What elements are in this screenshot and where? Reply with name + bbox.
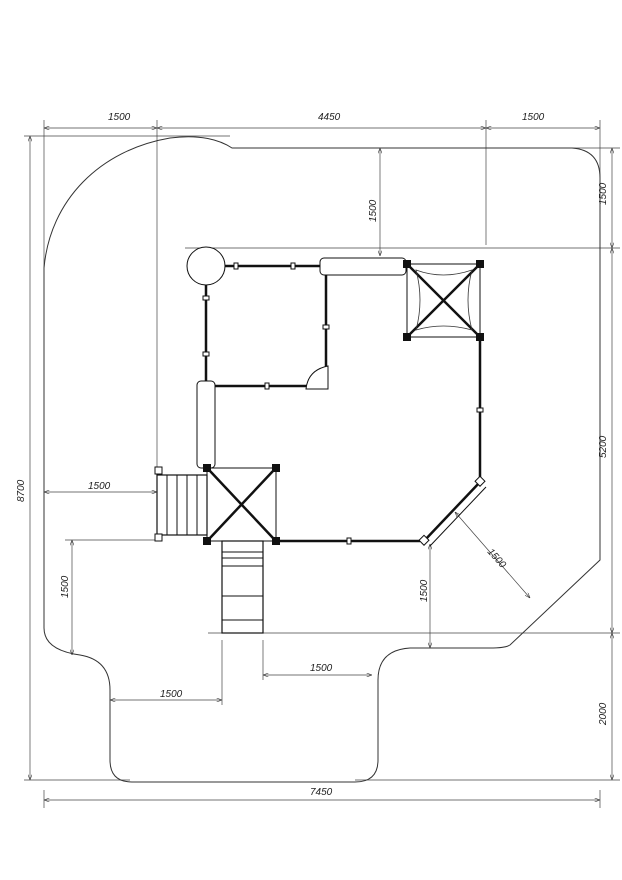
bridge-panel-top [319, 257, 407, 276]
tower-top-right [403, 260, 484, 341]
dim-inner-bottom-horizontal: 1500 [310, 663, 333, 674]
dim-inner-top-vertical: 1500 [368, 199, 379, 222]
dim-top-left: 1500 [108, 112, 131, 123]
dim-inner-left-horizontal: 1500 [88, 481, 111, 492]
dimension-lines [30, 128, 612, 800]
dim-top-right: 1500 [522, 112, 545, 123]
slide-diagonal [418, 475, 487, 547]
dim-bottom-total: 7450 [310, 787, 333, 798]
dim-inner-right-vertical: 1500 [419, 579, 430, 602]
dim-right-top: 1500 [598, 182, 609, 205]
ladder-bottom [221, 540, 264, 634]
corner-platform [305, 365, 329, 390]
play-structure [154, 246, 487, 634]
round-platform [186, 246, 226, 286]
dim-right-bottom: 2000 [598, 702, 609, 726]
dim-inner-left-vertical: 1500 [60, 575, 71, 598]
stairs-left [154, 466, 208, 542]
dim-right-middle: 5200 [598, 435, 609, 458]
tower-bottom-left [203, 464, 280, 545]
bridge-panel-left [196, 380, 216, 469]
dim-left-total: 8700 [16, 479, 27, 502]
extension-lines [24, 120, 620, 808]
dim-top-middle: 4450 [318, 112, 341, 123]
dim-inner-lower-horizontal: 1500 [160, 689, 183, 700]
safety-zone-outline [43, 136, 601, 783]
dim-diagonal: 1500 [485, 547, 508, 571]
